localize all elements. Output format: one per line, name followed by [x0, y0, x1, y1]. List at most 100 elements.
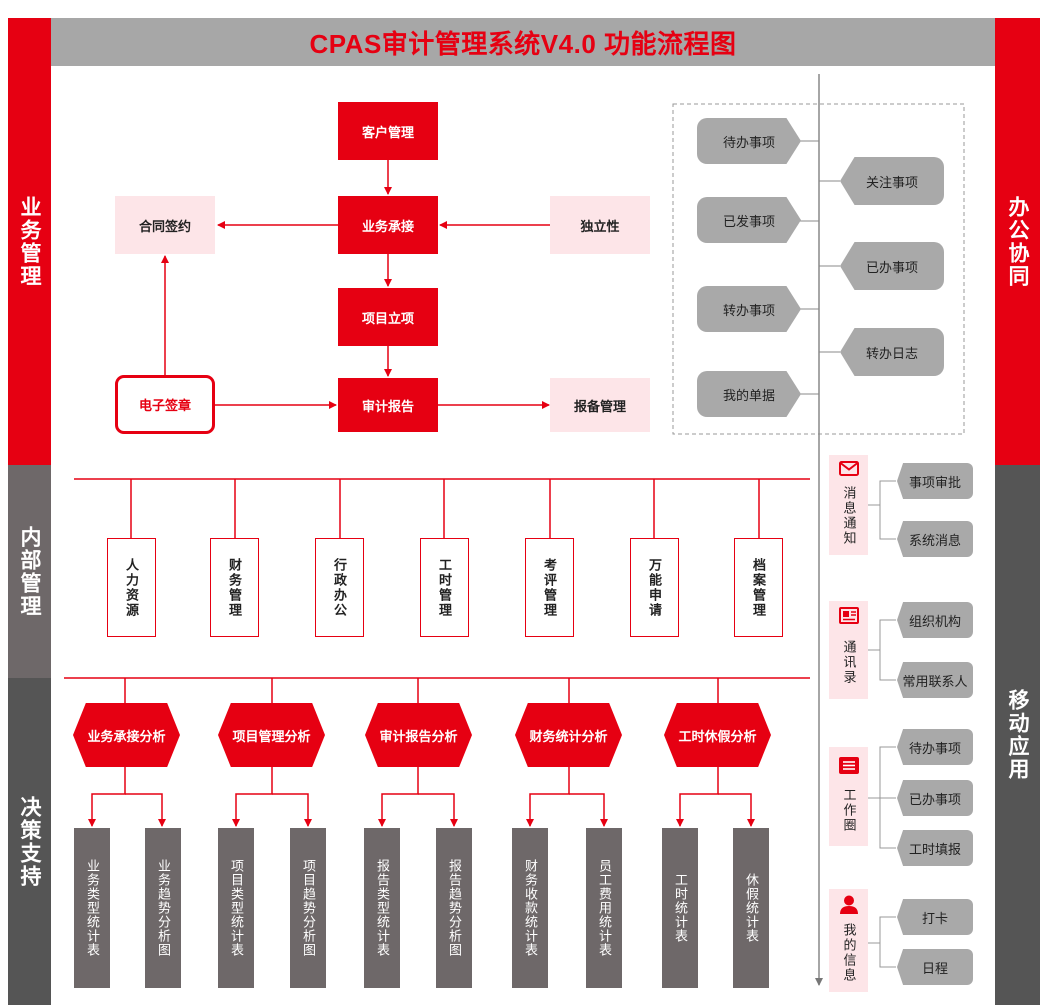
mobile-tile-label: 通讯录: [841, 639, 857, 685]
report-bar: 休假统计表: [733, 828, 769, 988]
independence-box: 独立性: [550, 196, 650, 254]
mobile-item[interactable]: 已办事项: [897, 780, 973, 816]
band-internal-label: 内部管理: [18, 525, 41, 618]
office-todo[interactable]: 待办事项: [697, 118, 801, 164]
mobile-tile-messages[interactable]: 消息通知: [829, 455, 868, 555]
report-bar: 工时统计表: [662, 828, 698, 988]
mobile-tile-label: 工作圈: [841, 787, 857, 833]
internal-item: 万能申请: [630, 538, 679, 637]
report-bar-label: 业务趋势分析图: [156, 859, 171, 957]
report-bar-label: 项目趋势分析图: [301, 859, 316, 957]
office-sent[interactable]: 已发事项: [697, 197, 801, 243]
analysis-hex: 审计报告分析: [365, 703, 472, 767]
internal-item: 人力资源: [107, 538, 156, 637]
report-bar: 报告趋势分析图: [436, 828, 472, 988]
internal-item-label: 考评管理: [542, 557, 557, 618]
analysis-hex: 项目管理分析: [218, 703, 325, 767]
mobile-item-label: 组织机构: [908, 613, 961, 629]
mobile-tile-contacts[interactable]: 通讯录: [829, 601, 868, 699]
report-bar: 员工费用统计表: [586, 828, 622, 988]
office-follow-label: 关注事项: [865, 174, 918, 190]
mobile-tile-label: 消息通知: [841, 486, 857, 546]
report-bar-label: 项目类型统计表: [229, 859, 244, 957]
band-business: 业务管理: [8, 18, 51, 465]
analysis-label: 财务统计分析: [529, 728, 608, 744]
audit-report-label: 审计报告: [361, 398, 414, 414]
mobile-tile-workcircle[interactable]: 工作圈: [829, 747, 868, 846]
mobile-item-label: 系统消息: [908, 532, 961, 548]
internal-item-label: 人力资源: [124, 557, 139, 618]
mobile-tile-myinfo[interactable]: 我的信息: [829, 889, 868, 992]
project-setup-box: 项目立项: [338, 288, 438, 346]
business-accept-box: 业务承接: [338, 196, 438, 254]
report-bar: 业务类型统计表: [74, 828, 110, 988]
mobile-item-label: 待办事项: [908, 740, 961, 756]
band-mobile-label: 移动应用: [1006, 689, 1029, 781]
report-bar: 报告类型统计表: [364, 828, 400, 988]
office-follow[interactable]: 关注事项: [840, 157, 944, 205]
mobile-item[interactable]: 工时填报: [897, 830, 973, 866]
office-done[interactable]: 已办事项: [840, 242, 944, 290]
mobile-item[interactable]: 组织机构: [897, 602, 973, 638]
analysis-hex: 工时休假分析: [664, 703, 771, 767]
contacts-icon: [839, 607, 859, 624]
band-decision-label: 决策支持: [18, 795, 41, 888]
band-decision: 决策支持: [8, 678, 51, 1005]
user-icon: [840, 895, 858, 914]
esign-label: 电子签章: [138, 398, 191, 413]
report-bar: 项目类型统计表: [218, 828, 254, 988]
office-transfer-log-label: 转办日志: [865, 345, 918, 361]
report-bar-label: 报告趋势分析图: [447, 859, 462, 957]
title-bar: CPAS审计管理系统V4.0 功能流程图: [51, 18, 995, 66]
mobile-item[interactable]: 常用联系人: [897, 662, 973, 698]
esign-box: 电子签章: [115, 375, 215, 434]
internal-item: 考评管理: [525, 538, 574, 637]
page-title: CPAS审计管理系统V4.0 功能流程图: [309, 28, 737, 59]
filing-label: 报备管理: [573, 398, 626, 414]
contract-label: 合同签约: [138, 218, 191, 234]
office-transfer-log[interactable]: 转办日志: [840, 328, 944, 376]
office-todo-label: 待办事项: [722, 134, 775, 150]
analysis-label: 审计报告分析: [379, 728, 458, 744]
customer-mgmt-box: 客户管理: [338, 102, 438, 160]
internal-item-label: 工时管理: [437, 557, 452, 618]
office-transfer[interactable]: 转办事项: [697, 286, 801, 332]
office-done-label: 已办事项: [865, 259, 918, 275]
band-office: 办公协同: [995, 18, 1040, 465]
mobile-item-label: 事项审批: [908, 474, 961, 490]
independence-label: 独立性: [580, 218, 620, 234]
analysis-hex: 财务统计分析: [515, 703, 622, 767]
mail-icon: [839, 461, 859, 476]
report-bar-label: 报告类型统计表: [375, 859, 390, 957]
internal-item-label: 财务管理: [227, 557, 242, 618]
office-my-docs-label: 我的单据: [722, 387, 775, 403]
mobile-item[interactable]: 打卡: [897, 899, 973, 935]
report-bar: 财务收款统计表: [512, 828, 548, 988]
mobile-item-label: 工时填报: [908, 841, 961, 857]
band-mobile: 移动应用: [995, 465, 1040, 1005]
internal-item: 工时管理: [420, 538, 469, 637]
contract-box: 合同签约: [115, 196, 215, 254]
business-accept-label: 业务承接: [361, 218, 414, 234]
analysis-hex: 业务承接分析: [73, 703, 180, 767]
internal-item-label: 行政办公: [332, 557, 347, 618]
report-bar-label: 工时统计表: [673, 873, 688, 943]
mobile-item[interactable]: 事项审批: [897, 463, 973, 499]
project-setup-label: 项目立项: [361, 310, 414, 326]
report-bar-label: 休假统计表: [744, 873, 759, 943]
office-my-docs[interactable]: 我的单据: [697, 371, 801, 417]
report-bar-label: 员工费用统计表: [597, 859, 612, 957]
filing-box: 报备管理: [550, 378, 650, 432]
band-internal: 内部管理: [8, 465, 51, 678]
internal-item-label: 万能申请: [647, 557, 662, 618]
mobile-item-label: 常用联系人: [902, 673, 968, 689]
mobile-item-label: 打卡: [921, 910, 948, 926]
mobile-item[interactable]: 系统消息: [897, 521, 973, 557]
report-bar-label: 财务收款统计表: [523, 859, 538, 957]
mobile-item[interactable]: 日程: [897, 949, 973, 985]
office-sent-label: 已发事项: [722, 213, 775, 229]
mobile-item[interactable]: 待办事项: [897, 729, 973, 765]
report-bar: 项目趋势分析图: [290, 828, 326, 988]
report-bar: 业务趋势分析图: [145, 828, 181, 988]
